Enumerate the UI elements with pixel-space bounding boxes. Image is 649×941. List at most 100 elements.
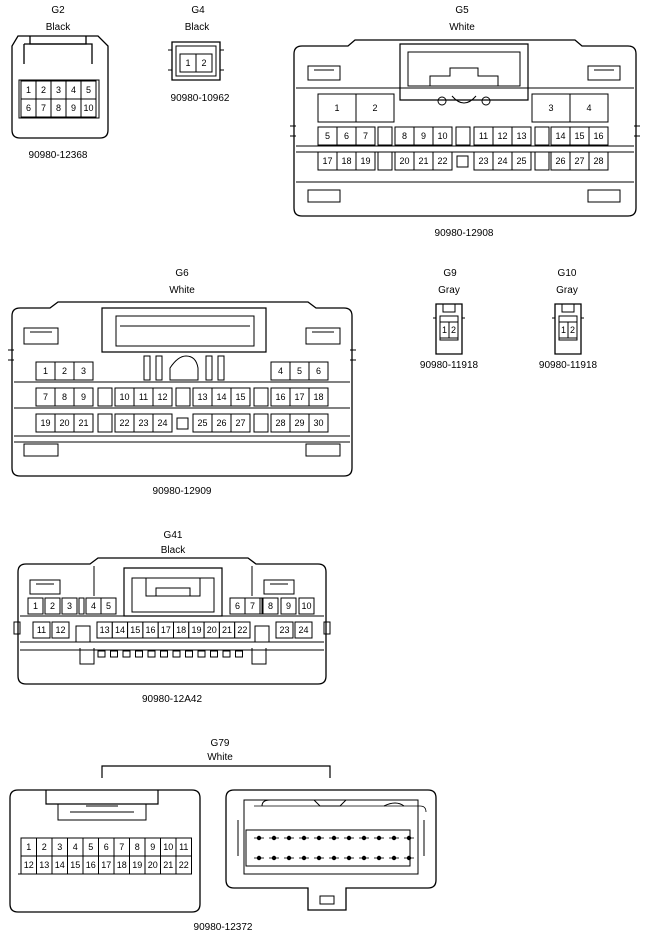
- g79-pin-number: 18: [117, 860, 127, 870]
- g10-part-number: 90980-11918: [538, 360, 598, 371]
- g5-pin-number: 22: [437, 156, 447, 166]
- g79-pin: 1: [20, 837, 37, 857]
- g6-pin: 11: [133, 387, 154, 407]
- g79-name: G79: [210, 738, 230, 749]
- g5-pin: 21: [413, 151, 434, 171]
- g6-pin-number: 15: [235, 392, 245, 402]
- g79-pin: 15: [67, 855, 84, 875]
- g2-pin: 9: [65, 98, 82, 118]
- g6-pin-number: 8: [62, 392, 67, 402]
- g41-pin: 20: [203, 621, 220, 639]
- g79-pin: 21: [160, 855, 177, 875]
- g6-pin-number: 6: [316, 366, 321, 376]
- g9-name: G9: [443, 268, 457, 279]
- g5-pin-number: 14: [555, 131, 565, 141]
- g2-pin: 5: [80, 80, 97, 100]
- g5-pin: 22: [432, 151, 453, 171]
- g6-name: G6: [175, 268, 189, 279]
- g4-pin: 2: [195, 53, 213, 73]
- g5-pin: 28: [588, 151, 609, 171]
- g6-pin: 3: [73, 361, 94, 381]
- g5-pin: 26: [550, 151, 571, 171]
- g5-pin-number: 5: [325, 131, 330, 141]
- g5-pin-number: 12: [497, 131, 507, 141]
- g79-pin: 6: [98, 837, 115, 857]
- g41-pin-number: 1: [33, 601, 38, 611]
- g79-pin-number: 12: [24, 860, 34, 870]
- g79-pin-number: 17: [101, 860, 111, 870]
- g6-pin: 15: [230, 387, 251, 407]
- g5-pin: 5: [317, 126, 338, 146]
- g5-pin-number: 7: [363, 131, 368, 141]
- g10-name: G10: [557, 268, 577, 279]
- g6-pin-number: 3: [81, 366, 86, 376]
- g79-pin-number: 8: [135, 842, 140, 852]
- g2-color: Black: [45, 22, 71, 33]
- g2-part-number: 90980-12368: [28, 150, 88, 161]
- g5-pin-number: 19: [360, 156, 370, 166]
- g2-pins: [18, 79, 100, 119]
- g2-pin: 4: [65, 80, 82, 100]
- g79-pin: 3: [51, 837, 68, 857]
- g4-color: Black: [184, 22, 210, 33]
- g6-pin-number: 5: [297, 366, 302, 376]
- g6-pin: 10: [114, 387, 135, 407]
- g6-pin: 9: [73, 387, 94, 407]
- g5-pin-number: 3: [548, 103, 553, 113]
- g79-pin-number: 4: [73, 842, 78, 852]
- g41-pin-number: 24: [298, 625, 308, 635]
- g5-pin: 15: [569, 126, 590, 146]
- g41-pin-number: 3: [67, 601, 72, 611]
- g4-part-number: 90980-10962: [170, 93, 230, 104]
- g2-pin: 10: [80, 98, 97, 118]
- g41-pin: 3: [61, 597, 78, 615]
- g2-pin-number: 4: [71, 85, 76, 95]
- g5-pin: 7: [355, 126, 376, 146]
- g79-pin: 7: [113, 837, 130, 857]
- g6-pin: 22: [114, 413, 135, 433]
- g5-pin-number: 1: [334, 103, 339, 113]
- g6-pin-number: 26: [216, 418, 226, 428]
- g5-pin-number: 26: [555, 156, 565, 166]
- g2-pin-number: 10: [83, 103, 93, 113]
- g9-part-number: 90980-11918: [419, 360, 479, 371]
- g41-pin: 12: [51, 621, 70, 639]
- g6-pin-number: 13: [197, 392, 207, 402]
- g2-pin-number: 3: [56, 85, 61, 95]
- g5-pin-number: 25: [516, 156, 526, 166]
- g9-pin: 1: [439, 321, 450, 339]
- g6-pin: 28: [270, 413, 291, 433]
- g6-pin-number: 17: [294, 392, 304, 402]
- g5-pin-number: 27: [574, 156, 584, 166]
- g6-pin: 1: [35, 361, 56, 381]
- g5-pin: 11: [473, 126, 494, 146]
- g5-pin-number: 8: [402, 131, 407, 141]
- g79-pin: 9: [144, 837, 161, 857]
- g6-pin-number: 7: [43, 392, 48, 402]
- g6-pin: 7: [35, 387, 56, 407]
- g79-pin: 14: [51, 855, 68, 875]
- g79-pin-number: 10: [163, 842, 173, 852]
- g6-pin: 12: [152, 387, 173, 407]
- g5-pin-number: 16: [593, 131, 603, 141]
- g41-pin: 24: [294, 621, 313, 639]
- g6-pin-number: 19: [40, 418, 50, 428]
- g5-pin: 13: [511, 126, 532, 146]
- g6-pin: 27: [230, 413, 251, 433]
- g10-pin: 1: [558, 321, 569, 339]
- g10-color: Gray: [556, 285, 578, 296]
- g41-pin: 8: [262, 597, 279, 615]
- g41-pin-number: 10: [301, 601, 311, 611]
- g41-pin-number: 17: [161, 625, 171, 635]
- g6-pin-number: 4: [278, 366, 283, 376]
- g79-pin: 10: [160, 837, 177, 857]
- g6-pin: 17: [289, 387, 310, 407]
- g6-pin: 25: [192, 413, 213, 433]
